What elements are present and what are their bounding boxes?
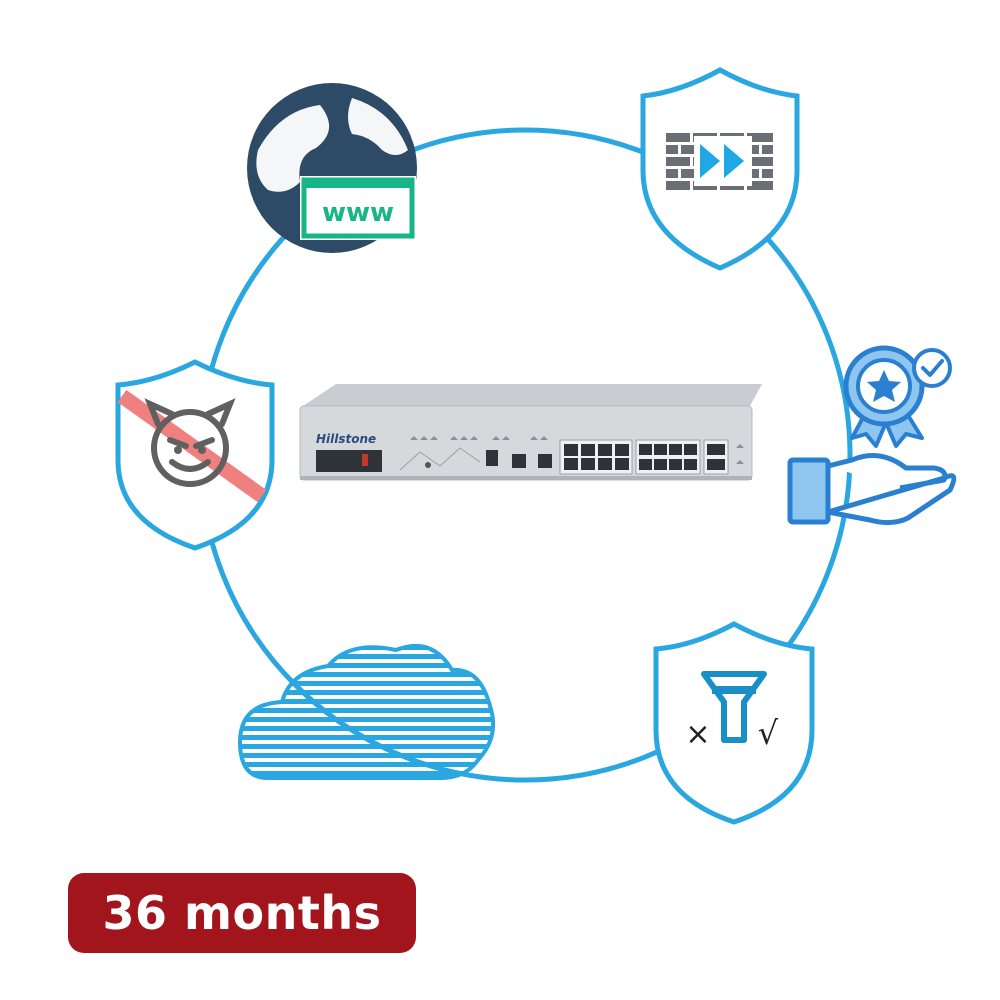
brand-label: Hillstone [316,432,376,446]
firewall-shield-icon [640,67,800,271]
cloud-icon [237,644,495,780]
subscription-term-badge: 36 months [68,873,416,953]
certified-award-hand-icon [787,345,957,526]
globe-www-icon: www [247,83,417,253]
threat-block-shield-icon [115,359,275,551]
network-appliance: Hillstone [299,384,762,481]
www-label: www [322,198,394,228]
reject-mark: × [685,717,710,752]
accept-mark: √ [758,714,779,752]
filter-shield-icon: × √ [653,621,815,825]
